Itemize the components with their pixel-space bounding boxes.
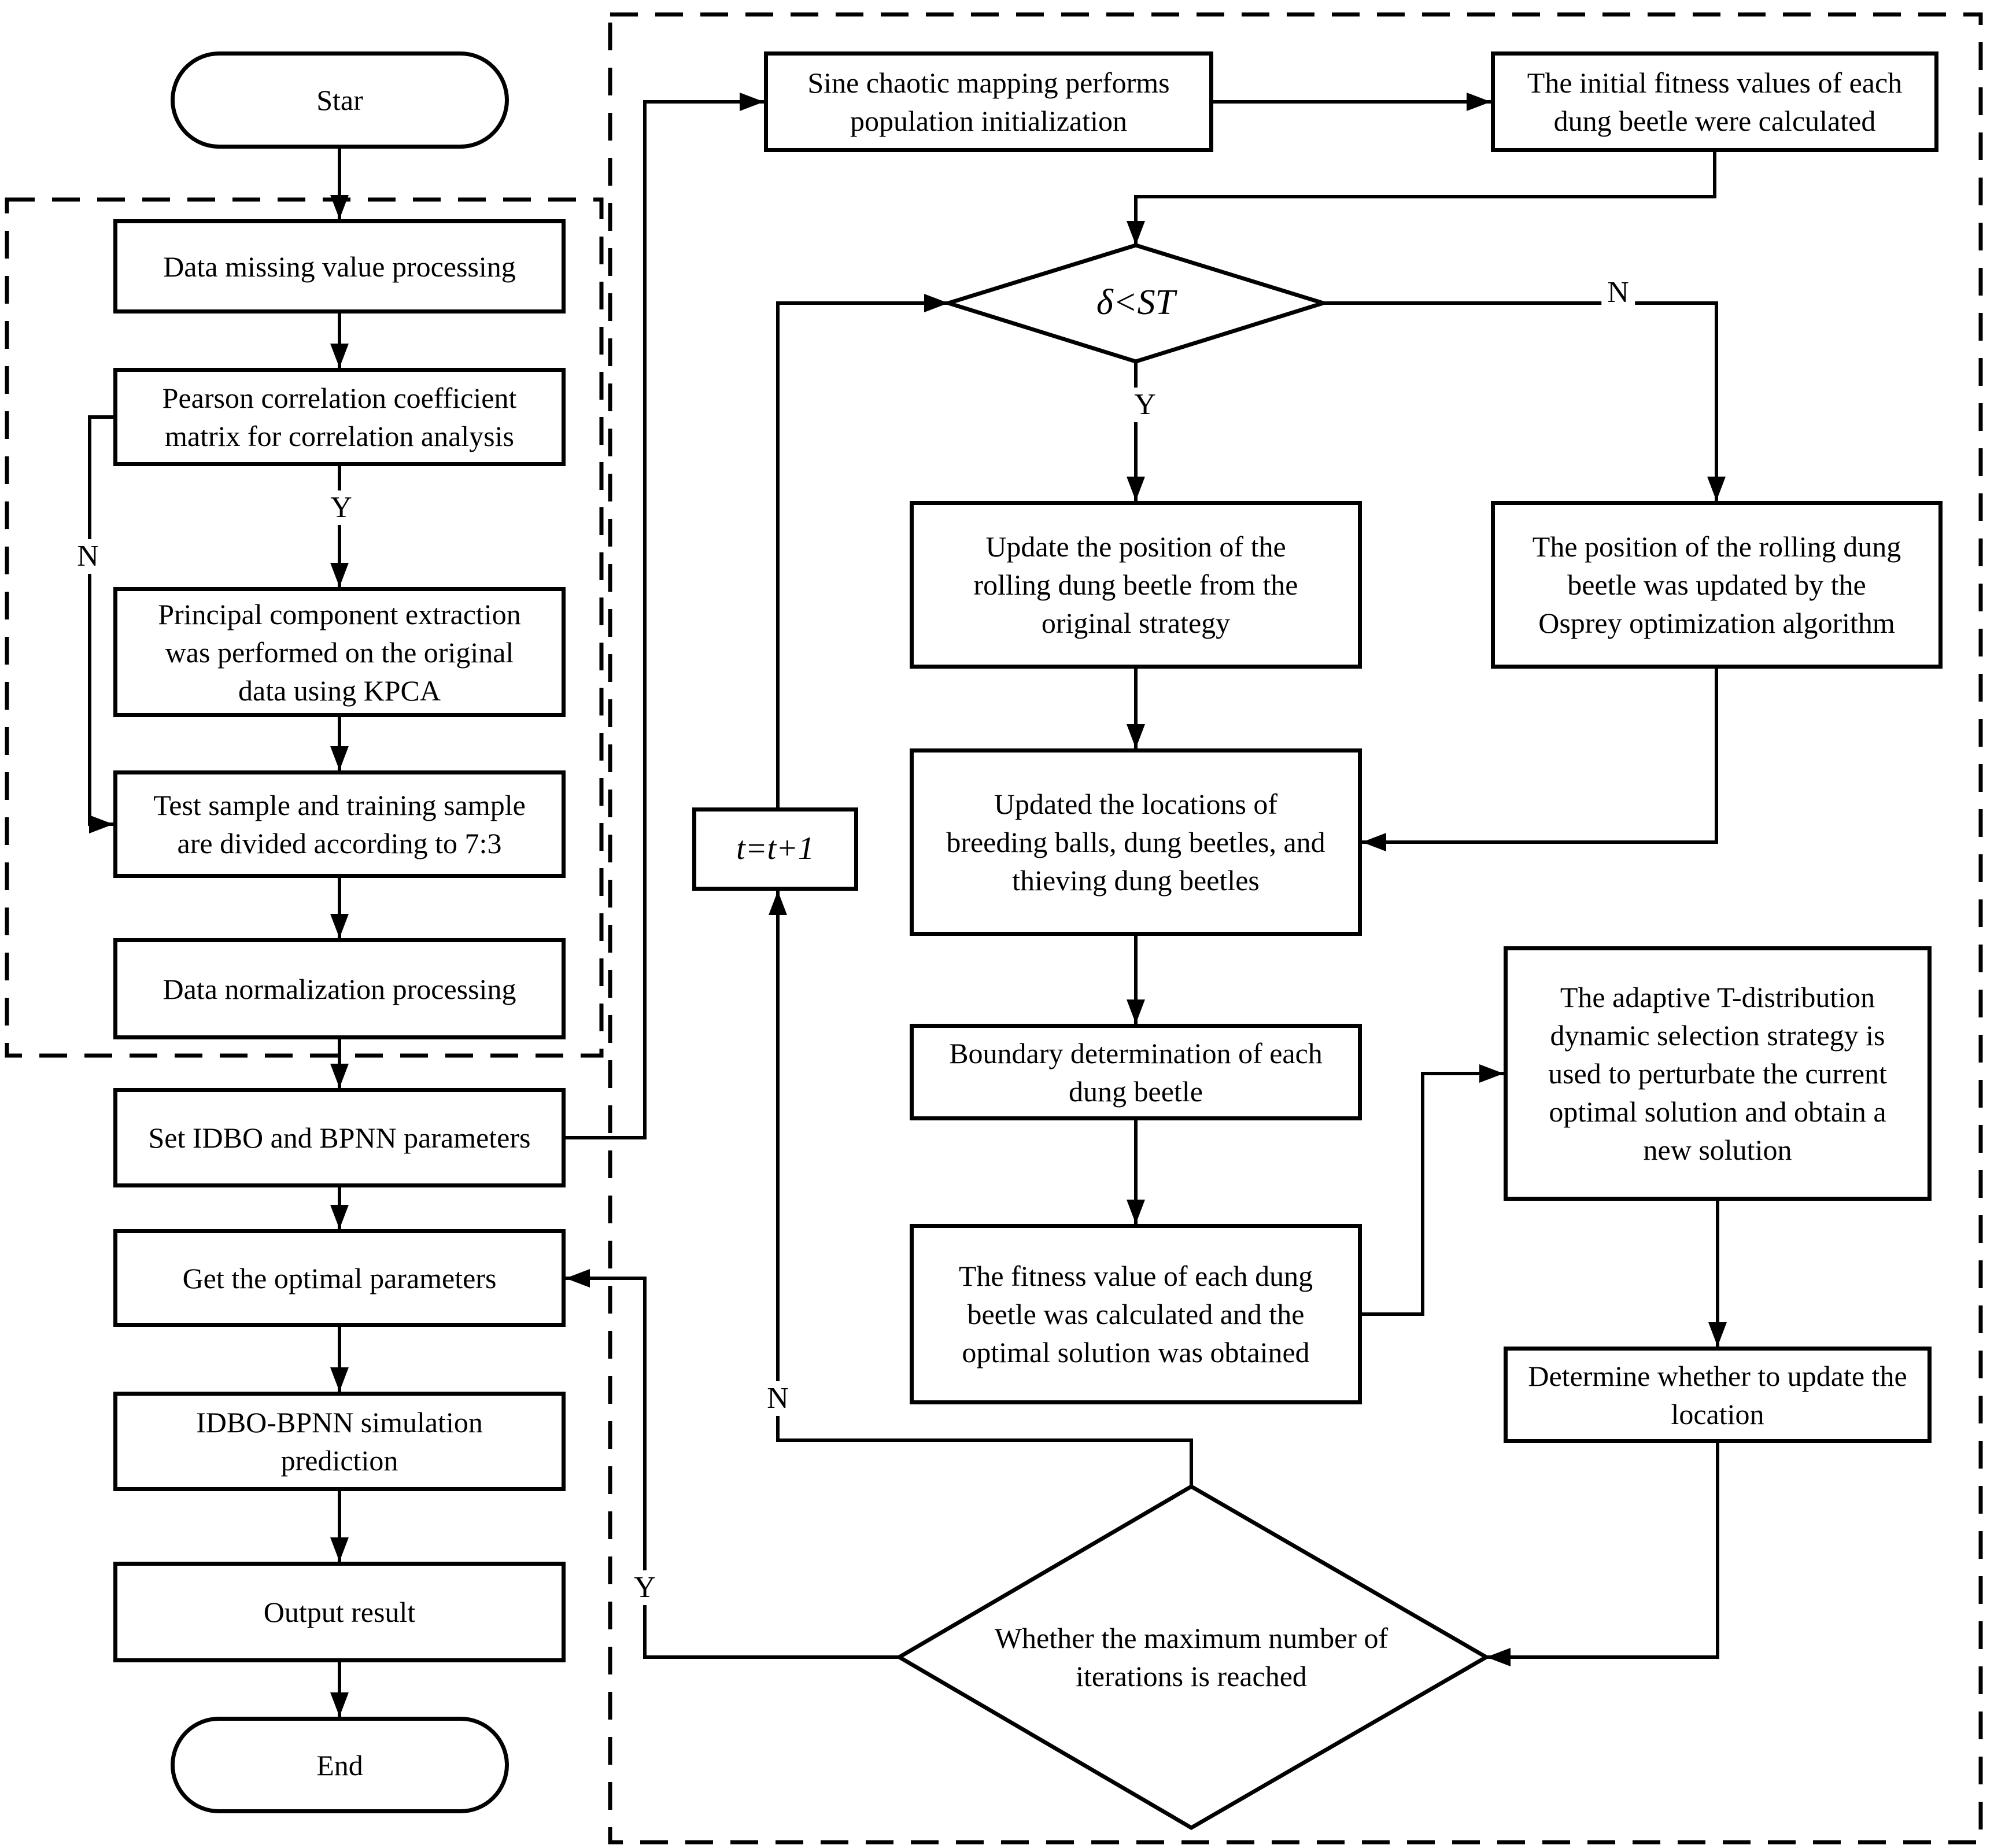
node-init-fitness: The initial fitness values of each dung … — [1491, 51, 1938, 152]
pearson-no-label: N — [71, 539, 105, 574]
node-simulation: IDBO-BPNN simulation prediction — [113, 1392, 566, 1491]
preprocessing-dashed-frame — [5, 197, 604, 1058]
st-check-no-label: N — [1601, 275, 1635, 310]
st-check-label: δ<ST — [1096, 283, 1176, 323]
node-t-increment: t=t+1 — [692, 807, 858, 891]
start-terminator: Star — [171, 51, 509, 149]
arrow-maxiter-no-to-tincrement — [769, 891, 1193, 1486]
arrow-stcheck-no-to-osprey — [1323, 301, 1726, 501]
max-iter-yes-label: Y — [628, 1570, 662, 1605]
max-iterations-diamond — [895, 1484, 1490, 1831]
node-adaptive-t: The adaptive T-distribution dynamic sele… — [1504, 946, 1932, 1201]
node-osprey-update: The position of the rolling dung beetle … — [1491, 501, 1943, 669]
node-data-missing: Data missing value processing — [113, 219, 566, 313]
node-update-original: Update the position of the rolling dung … — [910, 501, 1362, 669]
arrow-osprey-to-locations — [1362, 669, 1718, 851]
arrow-setparams-to-sine — [566, 93, 764, 1139]
node-set-params: Set IDBO and BPNN parameters — [113, 1088, 566, 1187]
node-update-locations: Updated the locations of breeding balls,… — [910, 748, 1362, 936]
node-fitness: The fitness value of each dung beetle wa… — [910, 1224, 1362, 1404]
node-sine-init: Sine chaotic mapping performs population… — [764, 51, 1213, 152]
node-get-optimal: Get the optimal parameters — [113, 1229, 566, 1327]
arrow-tincrement-to-stcheck — [776, 294, 948, 807]
arrow-maxiter-yes-to-getoptimal — [566, 1269, 899, 1659]
node-pearson: Pearson correlation coefficient matrix f… — [113, 368, 566, 466]
node-boundary: Boundary determination of each dung beet… — [910, 1024, 1362, 1120]
arrow-fitness-to-adaptivet — [1362, 1064, 1504, 1316]
arrow-determine-to-maxiter — [1486, 1443, 1719, 1666]
node-sample-split: Test sample and training sample are divi… — [113, 770, 566, 878]
node-normalization: Data normalization processing — [113, 938, 566, 1039]
max-iterations-label: Whether the maximum number of iterations… — [994, 1622, 1389, 1692]
idbo-loop-dashed-frame — [608, 12, 1983, 1845]
arrow-initfitness-to-stcheck — [1127, 152, 1716, 245]
st-check-yes-label: Y — [1128, 388, 1162, 422]
node-output: Output result — [113, 1562, 566, 1662]
node-kpca: Principal component extraction was perfo… — [113, 587, 566, 717]
end-terminator: End — [171, 1717, 509, 1813]
pearson-yes-label: Y — [324, 490, 358, 525]
arrow-pearson-no-to-split — [88, 415, 113, 833]
max-iter-no-label: N — [761, 1381, 795, 1416]
node-determine-update: Determine whether to update the location — [1504, 1347, 1932, 1443]
